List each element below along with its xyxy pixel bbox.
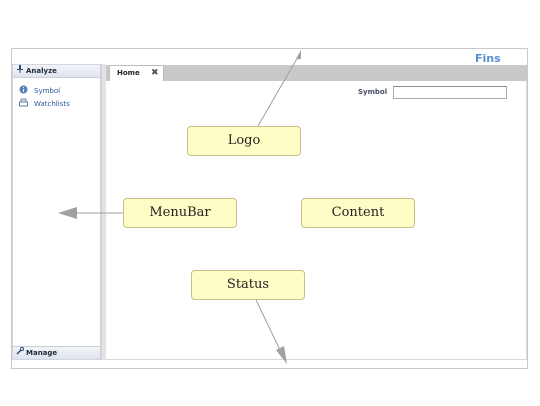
panel-header-label: Analyze — [26, 67, 57, 75]
left-panel: Analyze Symbol Watchlists Manage — [12, 64, 101, 360]
tab-label: Home — [117, 69, 140, 77]
note-status: Status — [191, 270, 305, 300]
pin-icon — [16, 65, 24, 78]
panel-header-manage[interactable]: Manage — [13, 346, 100, 359]
note-menubar: MenuBar — [123, 198, 237, 228]
panel-header-analyze[interactable]: Analyze — [13, 65, 100, 78]
info-circle-icon — [19, 85, 28, 94]
symbol-input[interactable] — [393, 86, 507, 99]
sidebar-item-label: Watchlists — [34, 100, 70, 108]
note-logo: Logo — [187, 126, 301, 156]
close-icon[interactable]: ✖ — [151, 68, 159, 78]
panel-splitter[interactable] — [101, 64, 106, 360]
symbol-label: Symbol — [358, 88, 388, 96]
wrench-icon — [16, 346, 25, 360]
sidebar-item-watchlists[interactable]: Watchlists — [19, 98, 70, 109]
brand-logo[interactable]: Fins — [475, 52, 501, 65]
note-content: Content — [301, 198, 415, 228]
tab-bar: Home ✖ — [106, 65, 527, 81]
tray-icon — [19, 98, 28, 107]
panel-header-label: Manage — [26, 349, 58, 357]
sidebar-item-symbol[interactable]: Symbol — [19, 85, 60, 96]
sidebar-item-label: Symbol — [34, 87, 61, 95]
tab-home[interactable]: Home ✖ — [109, 65, 164, 81]
